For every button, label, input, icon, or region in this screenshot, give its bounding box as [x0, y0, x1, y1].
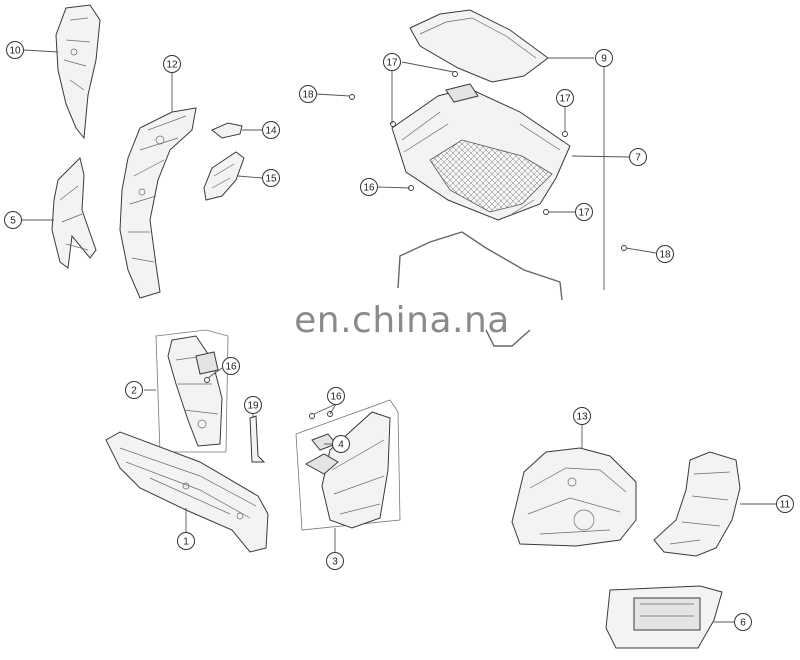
svg-text:16: 16 [363, 183, 375, 194]
svg-text:17: 17 [559, 94, 571, 105]
part-14-bracket [211, 122, 243, 139]
svg-text:16: 16 [330, 392, 342, 403]
svg-text:18: 18 [659, 250, 671, 261]
callout-17-top: 17 [383, 53, 401, 71]
callout-18-right: 18 [656, 245, 674, 263]
part-19-strip [249, 415, 266, 463]
callout-6: 6 [734, 613, 752, 631]
callout-18-top: 18 [299, 85, 317, 103]
svg-text:10: 10 [9, 46, 21, 57]
callout-16-lower: 16 [327, 387, 345, 405]
part-6-floor-panel [605, 585, 723, 649]
part-11-rear-pillar [653, 451, 741, 557]
part-1-rail [105, 431, 269, 553]
svg-text:6: 6 [740, 618, 746, 629]
part-3-group [295, 399, 401, 531]
leader-lines [22, 49, 776, 623]
part-5-side-panel [51, 157, 97, 269]
svg-text:12: 12 [166, 60, 178, 71]
part-12-inner-pillar [119, 107, 197, 299]
cable [397, 231, 563, 301]
callout-7: 7 [629, 148, 647, 166]
part-9-cover [409, 9, 549, 83]
part-13-wheelhouse [511, 447, 637, 547]
callout-13: 13 [573, 407, 591, 425]
part-7-tray [391, 83, 571, 221]
callouts: 10 5 12 14 15 18 17 9 [4, 41, 794, 631]
svg-text:17: 17 [578, 208, 590, 219]
callout-14: 14 [262, 121, 280, 139]
watermark-text: en.china.na [294, 300, 510, 341]
callout-16-top: 16 [360, 178, 378, 196]
callout-3: 3 [326, 552, 344, 570]
part-10-pillar-panel [55, 4, 101, 140]
svg-text:1: 1 [183, 537, 189, 548]
svg-text:19: 19 [247, 401, 259, 412]
svg-text:3: 3 [332, 557, 338, 568]
svg-text:2: 2 [131, 386, 137, 397]
callout-17-bottom: 17 [575, 203, 593, 221]
cable-loop [485, 329, 531, 347]
callout-9: 9 [595, 49, 613, 67]
svg-text:13: 13 [576, 412, 588, 423]
svg-text:9: 9 [601, 54, 607, 65]
svg-text:14: 14 [265, 126, 277, 137]
part-2-group [155, 329, 229, 453]
svg-text:15: 15 [265, 174, 277, 185]
callout-19: 19 [244, 396, 262, 414]
callout-16-mid: 16 [222, 357, 240, 375]
callout-5: 5 [4, 211, 22, 229]
callout-12: 12 [163, 55, 181, 73]
callout-17-right: 17 [556, 89, 574, 107]
callout-10: 10 [6, 41, 24, 59]
svg-text:18: 18 [302, 90, 314, 101]
callout-15: 15 [262, 169, 280, 187]
callout-2: 2 [125, 381, 143, 399]
svg-text:7: 7 [635, 153, 641, 164]
svg-text:5: 5 [10, 216, 16, 227]
svg-text:16: 16 [225, 362, 237, 373]
svg-text:4: 4 [338, 440, 344, 451]
callout-1: 1 [177, 532, 195, 550]
svg-text:11: 11 [780, 500, 791, 511]
callout-4: 4 [332, 435, 350, 453]
svg-text:17: 17 [386, 58, 398, 69]
callout-11: 11 [776, 495, 794, 513]
part-15-bracket [203, 151, 245, 201]
